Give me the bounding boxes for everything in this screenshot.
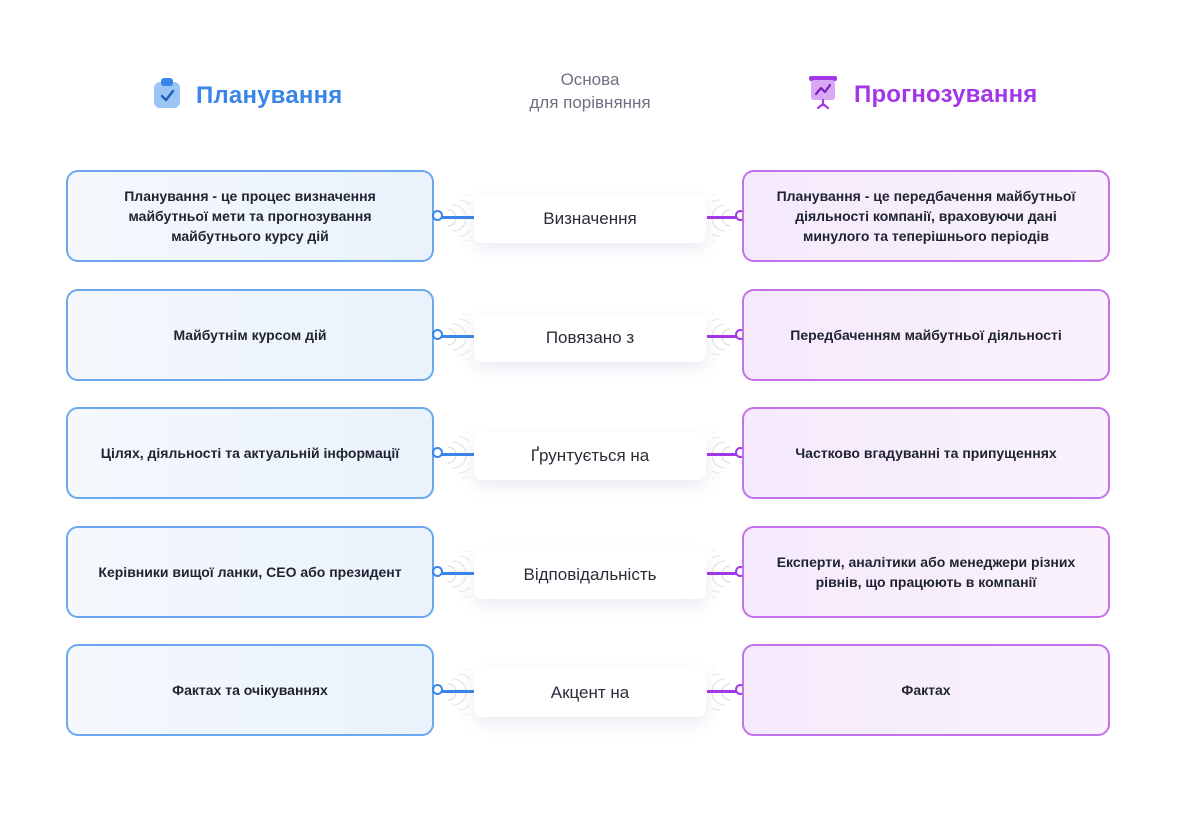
connector-line-right [707,690,743,693]
basis-heading-line1: Основа [560,70,620,89]
comparison-basis-label: Ґрунтується на [474,432,706,480]
basis-label-text: Визначення [543,209,637,228]
planning-card-text: Цілях, діяльності та актуальній інформац… [100,445,400,461]
clipboard-check-icon [152,76,182,115]
comparison-row: Планування - це процес визначення майбут… [0,170,1179,266]
presentation-chart-icon [806,74,840,115]
comparison-basis-label: Акцент на [474,669,706,717]
comparison-basis-label: Повязано з [474,314,706,362]
forecasting-heading: Прогнозування [806,74,1037,115]
connector-line-right [707,335,743,338]
forecasting-title: Прогнозування [854,80,1038,108]
basis-label-text: Відповідальність [523,565,657,584]
connector-line-right [707,572,743,575]
signal-waves-icon [440,429,487,486]
connector-line-right [707,216,743,219]
connector-line-left [440,335,476,338]
planning-card: Фактах та очікуваннях [66,644,434,736]
connector-line-left [440,572,476,575]
signal-waves-icon [440,311,487,368]
comparison-basis-label: Визначення [474,195,706,243]
planning-card-text: Майбутнім курсом дій [173,327,327,343]
comparison-row: Фактах та очікуваннях Акцент на Фактах [0,644,1179,740]
basis-label-text: Акцент на [550,683,630,702]
forecasting-card-text: Планування - це передбачення майбутньої … [776,188,1076,244]
signal-waves-icon [440,548,487,605]
comparison-row: Цілях, діяльності та актуальній інформац… [0,407,1179,503]
connector-dot-left [432,210,443,221]
forecasting-card: Фактах [742,644,1110,736]
connector-dot-left [432,684,443,695]
connector-dot-left [432,329,443,340]
comparison-basis-heading: Основа для порівняння [470,68,710,114]
basis-label-text: Повязано з [545,328,635,347]
signal-waves-icon [440,666,487,723]
connector-dot-left [432,447,443,458]
connector-line-left [440,453,476,456]
signal-waves-icon [440,192,487,249]
comparison-basis-label: Відповідальність [474,551,706,599]
planning-card: Планування - це процес визначення майбут… [66,170,434,262]
forecasting-card: Частково вгадуванні та припущеннях [742,407,1110,499]
connector-line-left [440,216,476,219]
connector-dot-left [432,566,443,577]
basis-heading-line2: для порівняння [529,93,651,112]
basis-label-text: Ґрунтується на [530,446,650,465]
planning-card: Майбутнім курсом дій [66,289,434,381]
planning-card-text: Планування - це процес визначення майбут… [124,188,376,244]
connector-line-right [707,453,743,456]
forecasting-card-text: Фактах [901,682,951,698]
comparison-row: Майбутнім курсом дій Повязано з Передбач… [0,289,1179,385]
planning-title: Планування [196,81,343,109]
forecasting-card-text: Частково вгадуванні та припущеннях [795,445,1057,461]
connector-line-left [440,690,476,693]
forecasting-card: Передбаченням майбутньої діяльності [742,289,1110,381]
planning-card: Керівники вищої ланки, CEO або президент [66,526,434,618]
comparison-header: Планування Основа для порівняння Прогноз… [0,60,1179,120]
forecasting-card: Планування - це передбачення майбутньої … [742,170,1110,262]
forecasting-card-text: Передбаченням майбутньої діяльності [790,327,1062,343]
planning-heading: Планування [152,76,342,115]
planning-card: Цілях, діяльності та актуальній інформац… [66,407,434,499]
planning-card-text: Фактах та очікуваннях [172,682,328,698]
comparison-row: Керівники вищої ланки, CEO або президент… [0,526,1179,622]
forecasting-card: Експерти, аналітики або менеджери різних… [742,526,1110,618]
forecasting-card-text: Експерти, аналітики або менеджери різних… [776,554,1076,590]
planning-card-text: Керівники вищої ланки, CEO або президент [98,564,402,580]
